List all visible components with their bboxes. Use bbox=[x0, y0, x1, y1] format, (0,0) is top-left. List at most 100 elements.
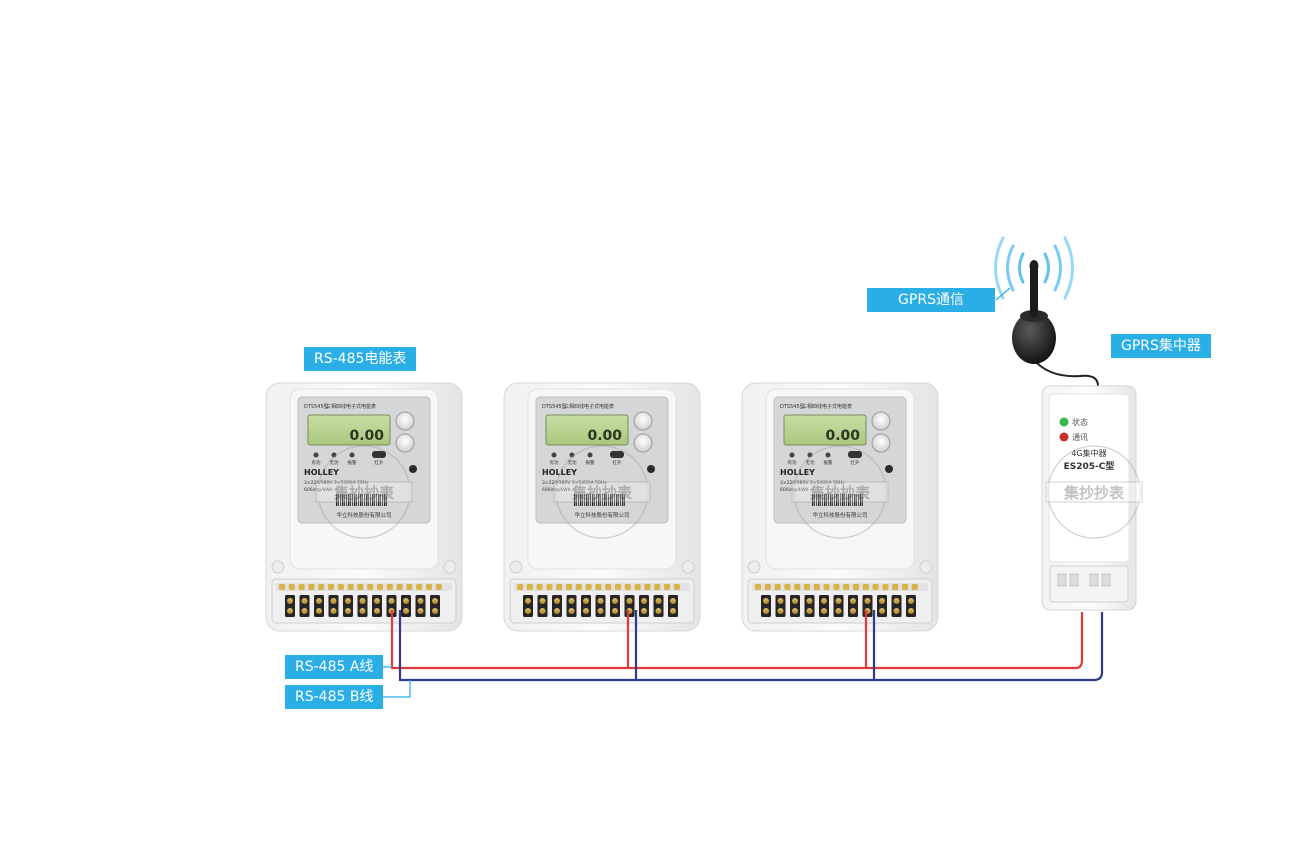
terminal-screw bbox=[879, 608, 885, 614]
barcode-bar bbox=[822, 494, 823, 506]
terminal-screw-small bbox=[911, 584, 918, 590]
meter-pulse-led bbox=[848, 451, 862, 458]
antenna-base bbox=[1012, 312, 1056, 364]
terminal-screw-small bbox=[615, 584, 621, 590]
barcode-bar bbox=[586, 494, 588, 506]
terminal-screw bbox=[316, 608, 322, 614]
barcode-bar bbox=[360, 494, 362, 506]
meter-brand: HOLLEY bbox=[304, 468, 339, 477]
terminal-screw-small bbox=[872, 584, 879, 590]
terminal-screw bbox=[525, 608, 531, 614]
terminal-screw-small bbox=[862, 584, 869, 590]
terminal-screw bbox=[330, 608, 337, 614]
terminal-screw bbox=[539, 608, 546, 614]
terminal-screw-small bbox=[357, 584, 364, 590]
barcode-bar bbox=[340, 494, 341, 506]
barcode-bar bbox=[600, 494, 601, 506]
terminal-screw-small bbox=[367, 584, 374, 590]
terminal-screw-small bbox=[882, 584, 889, 590]
meter-indicator-label: 无功 bbox=[806, 459, 815, 466]
meter-screw bbox=[747, 560, 761, 574]
terminal-screw bbox=[655, 598, 662, 604]
terminal-screw-small bbox=[318, 584, 325, 590]
comm-led bbox=[1059, 432, 1069, 442]
terminal-screw-small bbox=[517, 584, 523, 590]
terminal-screw-small bbox=[377, 584, 383, 590]
watermark-3: 集抄抄表 bbox=[791, 445, 889, 539]
meter-constant: 600imp/kWh bbox=[304, 487, 333, 493]
terminal-screw bbox=[908, 598, 914, 604]
barcode-bar bbox=[812, 494, 814, 506]
terminal-screw bbox=[388, 598, 395, 604]
barcode-bar bbox=[350, 494, 351, 506]
barcode-bar bbox=[354, 494, 356, 506]
terminal-screw bbox=[835, 608, 842, 614]
barcode-bar bbox=[590, 494, 591, 506]
terminal-screw bbox=[539, 598, 546, 604]
watermark-ring bbox=[793, 445, 887, 539]
barcode-bar bbox=[622, 494, 624, 506]
barcode-bar bbox=[348, 494, 350, 506]
terminal-screw bbox=[432, 598, 438, 604]
terminal-screw-small bbox=[279, 584, 285, 590]
meter-indicator-label: 红外 bbox=[851, 459, 860, 466]
barcode-bar bbox=[858, 494, 859, 506]
terminal-screw bbox=[417, 608, 424, 614]
gprs-comm-callout: GPRS通信 bbox=[867, 288, 995, 312]
watermark-text: 集抄抄表 bbox=[333, 484, 395, 502]
meter-model: DTS545型 bbox=[542, 403, 567, 410]
meter-rating: 3×220/380V 3×5(60)A 50Hz bbox=[542, 480, 607, 486]
barcode-bar bbox=[578, 494, 579, 506]
terminal-screw bbox=[287, 608, 293, 614]
barcode-bar bbox=[620, 494, 621, 506]
meter-screw bbox=[919, 560, 933, 574]
barcode-bar bbox=[836, 494, 838, 506]
terminal-screw bbox=[821, 608, 827, 614]
barcode-bar bbox=[606, 494, 607, 506]
terminal-screw bbox=[777, 598, 784, 604]
terminal-screw bbox=[345, 608, 351, 614]
terminal-screw-small bbox=[664, 584, 670, 590]
meter-brand: HOLLEY bbox=[542, 468, 577, 477]
barcode-bar bbox=[584, 494, 585, 506]
barcode-bar bbox=[820, 494, 821, 506]
terminal-screw bbox=[345, 598, 351, 604]
meter-indicator-dot bbox=[569, 452, 575, 458]
meter-1: DTS545型三相四线电子式电能表0.00有功无功报警红外HOLLEY3×220… bbox=[265, 382, 463, 632]
meter-knob-top bbox=[395, 411, 415, 431]
barcode-bar bbox=[860, 494, 862, 506]
meter-lcd bbox=[307, 414, 391, 446]
barcode-bar bbox=[374, 494, 375, 506]
meter-screw bbox=[443, 560, 457, 574]
meter-indicator-label: 无功 bbox=[568, 459, 577, 466]
meter-indicator-label: 报警 bbox=[348, 459, 357, 466]
watermark-band bbox=[553, 481, 651, 503]
terminal-screw-small bbox=[843, 584, 850, 590]
meter-screw bbox=[681, 560, 695, 574]
line-a-callout: RS-485 A线 bbox=[285, 655, 384, 679]
meter-ir-port bbox=[647, 465, 655, 473]
meter-knob-top bbox=[633, 411, 653, 431]
terminal-screw bbox=[763, 608, 769, 614]
terminal-screw-small bbox=[605, 584, 612, 590]
terminal-screw bbox=[432, 608, 438, 614]
barcode-bar bbox=[378, 494, 380, 506]
barcode-bar bbox=[844, 494, 845, 506]
barcode-bar bbox=[612, 494, 613, 506]
meter-indicator-dot bbox=[825, 452, 831, 458]
barcode-bar bbox=[356, 494, 357, 506]
watermark-4: 集抄抄表 bbox=[1045, 445, 1143, 539]
barcode-bar bbox=[826, 494, 827, 506]
barcode-bar bbox=[596, 494, 597, 506]
meter-callout: RS-485电能表 bbox=[304, 347, 417, 371]
terminal-screw bbox=[359, 608, 366, 614]
terminal-screw-small bbox=[308, 584, 315, 590]
barcode-bar bbox=[610, 494, 612, 506]
terminal-screw-small bbox=[794, 584, 801, 590]
terminal-screw bbox=[670, 598, 676, 604]
meter-indicator-dot bbox=[807, 452, 813, 458]
antenna-cable bbox=[1033, 359, 1099, 392]
watermark-text: 集抄抄表 bbox=[809, 484, 871, 502]
barcode-bar bbox=[384, 494, 386, 506]
terminal-screw-small bbox=[536, 584, 543, 590]
